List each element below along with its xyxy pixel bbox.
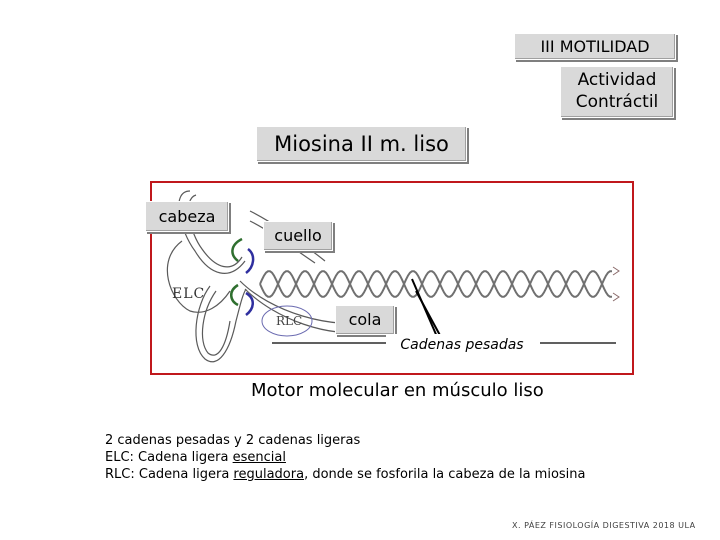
footer: X. PÁEZ FISIOLOGÍA DIGESTIVA 2018 ULA	[512, 521, 696, 530]
notes-line-3: RLC: Cadena ligera reguladora, donde se …	[105, 466, 585, 483]
notes: 2 cadenas pesadas y 2 cadenas ligeras EL…	[105, 432, 585, 483]
activity-label: Actividad Contráctil	[560, 66, 674, 118]
elc-label: ELC	[172, 286, 205, 302]
activity-label-line1: Actividad	[561, 69, 673, 91]
light-chains	[231, 239, 253, 315]
notes-line-2-text: ELC: Cadena ligera	[105, 450, 233, 465]
rlc-term: reguladora	[233, 467, 304, 482]
notes-line-3-suffix: , donde se fosforila la cabeza de la mio…	[304, 467, 585, 482]
tail-label: cola	[335, 305, 395, 335]
elc-term: esencial	[233, 450, 286, 465]
rlc-label: RLC	[276, 314, 302, 328]
caption: Motor molecular en músculo liso	[251, 380, 544, 401]
notes-line-1: 2 cadenas pesadas y 2 cadenas ligeras	[105, 432, 585, 449]
coiled-coil-tail	[260, 271, 612, 297]
activity-label-line2: Contráctil	[561, 91, 673, 113]
page-title: Miosina II m. liso	[256, 126, 467, 162]
notes-line-3-text: RLC: Cadena ligera	[105, 467, 233, 482]
head-label: cabeza	[145, 201, 229, 232]
tail-end-markers	[613, 267, 619, 301]
neck-label: cuello	[263, 221, 333, 251]
notes-line-2: ELC: Cadena ligera esencial	[105, 449, 585, 466]
heavy-chains-label: Cadenas pesadas	[386, 334, 538, 356]
section-label: III MOTILIDAD	[514, 33, 676, 60]
